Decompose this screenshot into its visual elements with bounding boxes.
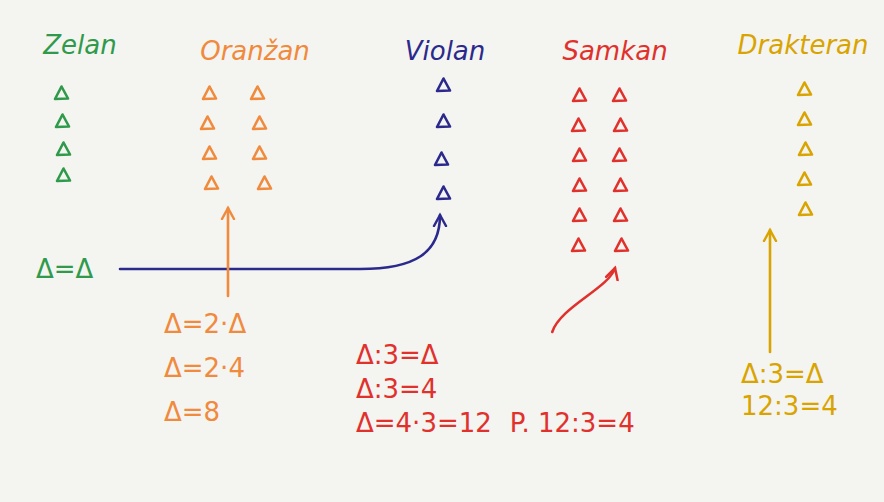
equation: Δ:3=Δ [741,358,824,390]
arrow-connector [227,208,230,296]
triangle [251,87,264,100]
equation: Δ=4·3=12 [356,406,492,440]
triangle [799,203,812,216]
triangle [253,147,266,160]
red-triangles [572,89,628,252]
column-heading: Drakteran [738,28,869,62]
column-group: Drakteran [728,22,878,230]
equation: Δ=2·4 [164,346,245,390]
triangle [573,179,586,192]
arrow-connector [552,268,615,332]
triangle [253,117,266,130]
equation: P. 12:3=4 [510,406,635,440]
triangle [57,143,70,156]
triangle [614,119,627,132]
column-group: Violan [385,28,505,215]
triangle [437,115,450,128]
triangle [56,115,69,128]
column-heading: Oranžan [200,34,310,68]
triangle [573,209,586,222]
green-triangles [55,87,70,182]
orange-triangles [201,87,271,190]
yellow-triangles [798,83,812,216]
triangle [573,149,586,162]
triangle [613,89,626,102]
triangle [55,87,68,100]
violet-triangles [435,79,450,200]
column-heading: Zelan [43,28,116,62]
column-group: Zelan [25,22,135,207]
triangle [435,153,448,166]
triangle [203,147,216,160]
triangle [614,209,627,222]
arrow-connector [120,215,440,269]
triangle [799,143,812,156]
triangle [613,149,626,162]
arrow-connector [769,230,772,352]
triangle [203,87,216,100]
triangle [201,117,214,130]
column-group: Samkan [530,28,700,268]
equation: Δ=8 [164,390,220,434]
column-heading: Violan [405,34,486,68]
triangle [437,79,450,92]
triangle [573,89,586,102]
triangle [258,177,271,190]
equation: Δ:3=Δ [356,338,439,372]
equation-group: Δ=2·ΔΔ=2·4Δ=8 [158,296,288,440]
equation: Δ:3=4 [356,372,437,406]
triangle [572,239,585,252]
triangle [57,169,70,182]
column-group: Oranžan [160,28,350,208]
triangle [205,177,218,190]
triangle [798,173,811,186]
triangle [614,179,627,192]
equation: Δ=2·Δ [164,302,246,346]
equation-group: Δ:3=ΔΔ:3=4Δ=4·3=12 P. 12:3=4 [350,332,641,446]
equation: 12:3=4 [741,390,838,422]
equation: Δ=Δ [36,252,93,286]
triangle [798,83,811,96]
triangle [798,113,811,126]
column-heading: Samkan [562,34,667,68]
triangle [615,239,628,252]
equation-group: Δ:3=Δ12:3=4 [735,352,855,428]
triangle [437,187,450,200]
triangle [572,119,585,132]
equation-group: Δ=Δ [30,246,120,292]
